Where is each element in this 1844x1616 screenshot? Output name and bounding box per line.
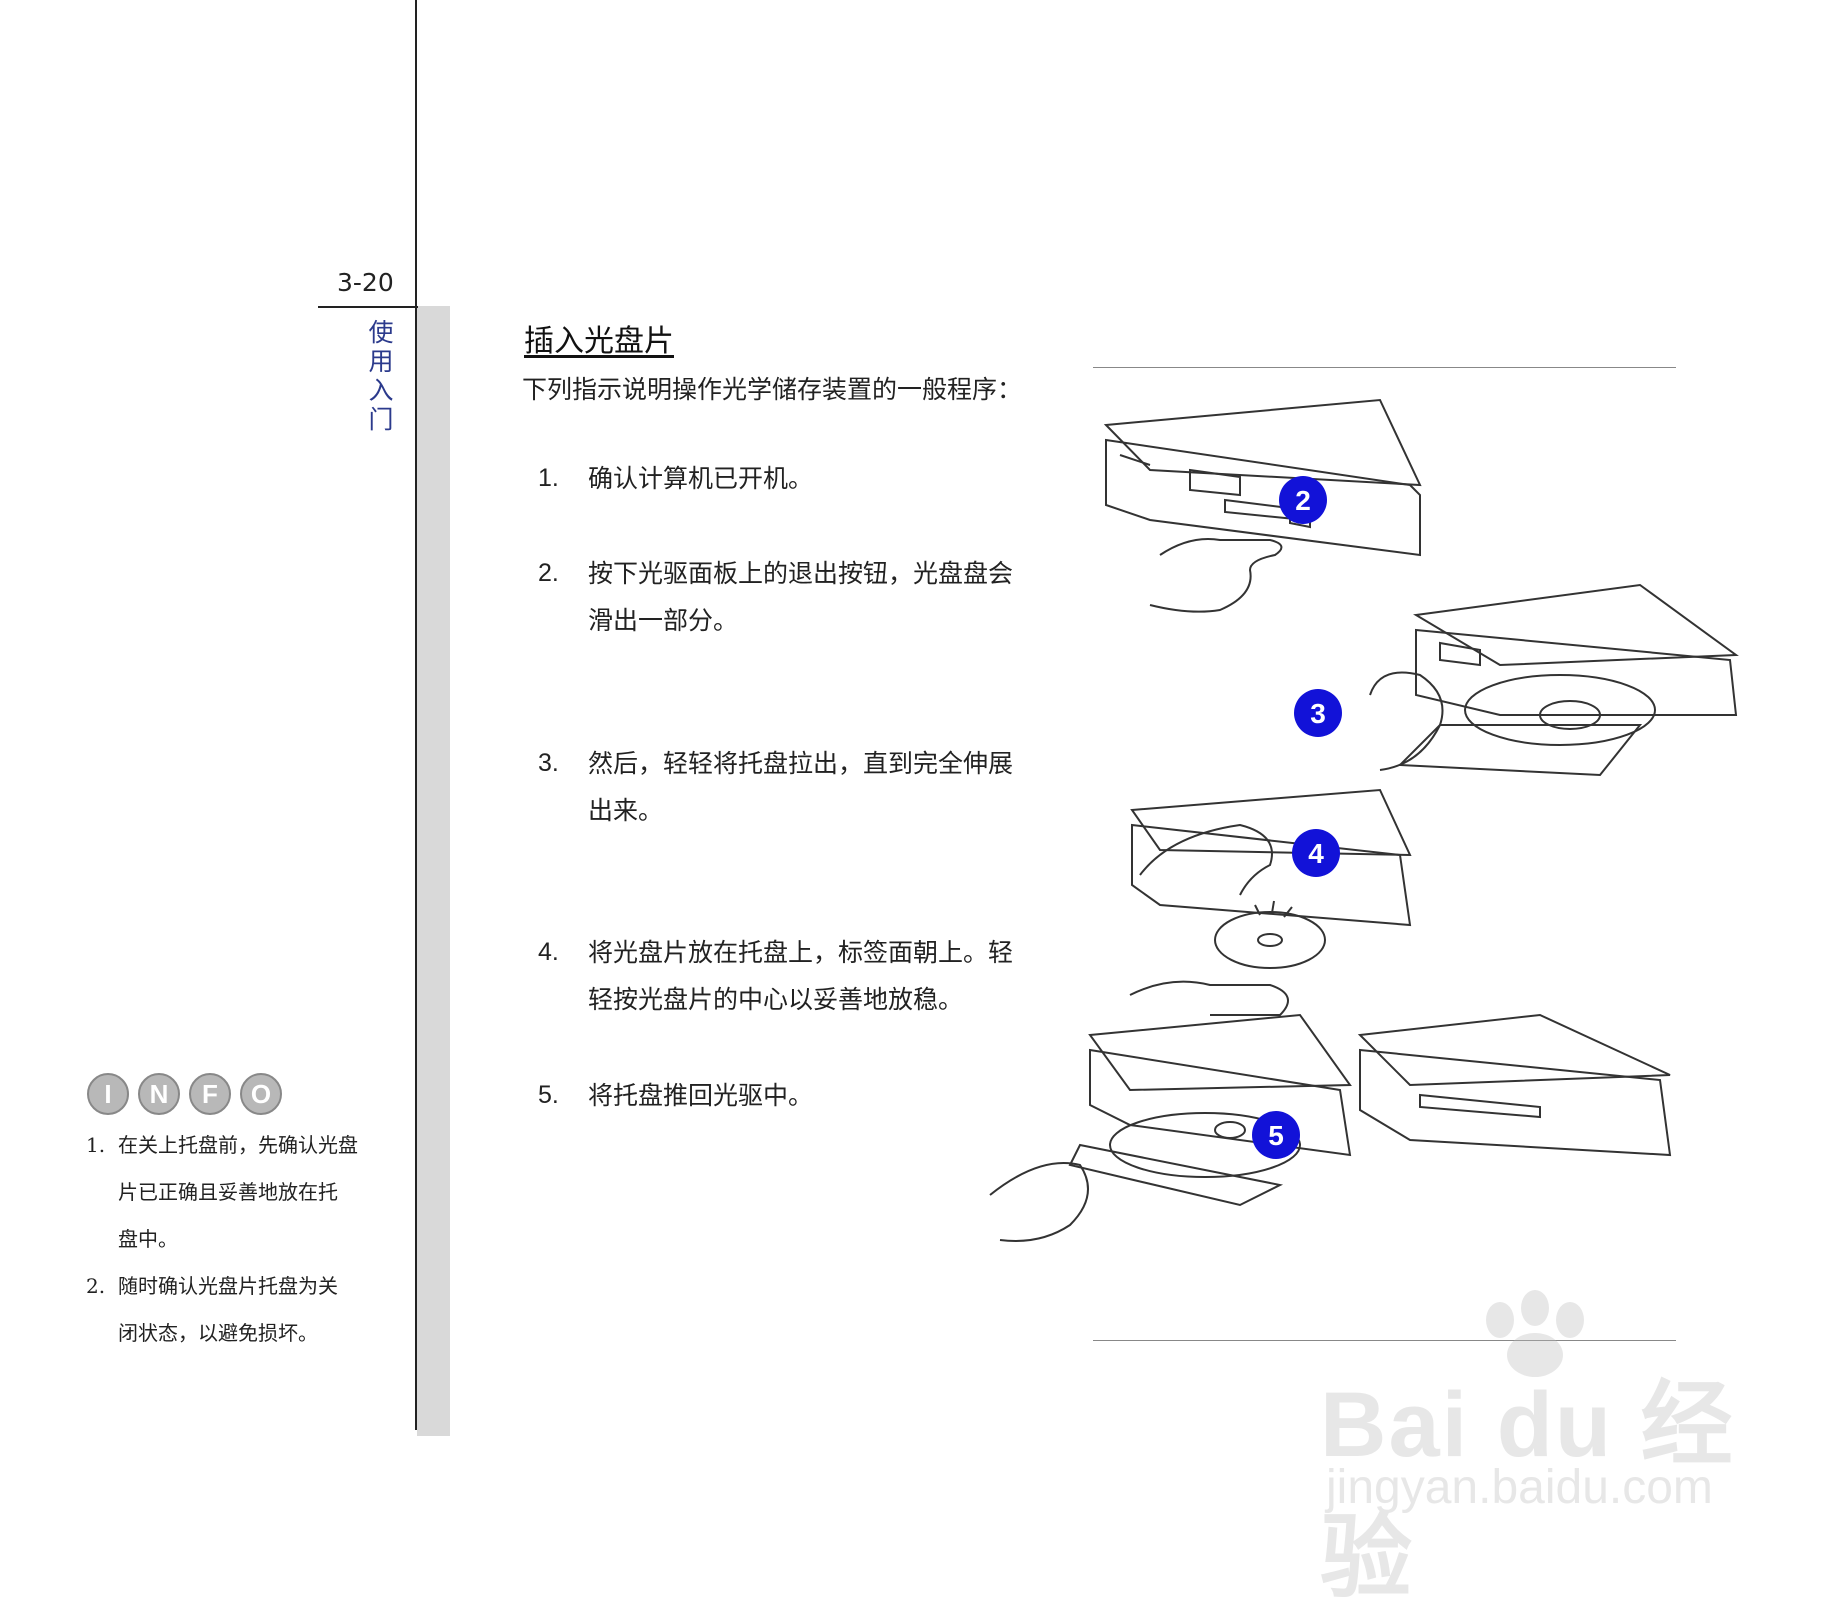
paw-icon — [1486, 1290, 1584, 1377]
info-letter: O — [251, 1079, 271, 1109]
note-text: 闭状态，以避免损坏。 — [118, 1321, 318, 1345]
note-text: 片已正确且妥善地放在托 — [118, 1180, 338, 1204]
info-letter: I — [104, 1079, 111, 1109]
laptop-step5-right-icon — [1357, 1013, 1672, 1157]
badge-2: 2 — [1279, 476, 1327, 524]
step-4: 4. 将光盘片放在托盘上，标签面朝上。轻 轻按光盘片的中心以妥善地放稳。 — [538, 929, 1048, 1023]
margin-divider — [415, 0, 417, 1430]
illustration-top-rule — [1093, 367, 1676, 368]
optical-drive-illustration: 2 3 4 5 — [989, 398, 1739, 1242]
step-2: 2. 按下光驱面板上的退出按钮，光盘盘会 滑出一部分。 — [538, 550, 1048, 644]
step-text: 然后，轻轻将托盘拉出，直到完全伸展 — [588, 749, 1014, 778]
step-5: 5. 将托盘推回光驱中。 — [538, 1072, 1048, 1119]
step-number: 5. — [538, 1081, 559, 1109]
badge-3: 3 — [1294, 689, 1342, 737]
step-1: 1. 确认计算机已开机。 — [538, 455, 1048, 502]
badge-label: 2 — [1295, 485, 1311, 516]
chapter-char: 入 — [368, 376, 394, 405]
step-text: 确认计算机已开机。 — [588, 464, 814, 493]
illustration-bottom-rule — [1093, 1340, 1676, 1341]
chapter-char: 使 — [368, 318, 394, 347]
step-number: 3. — [538, 749, 559, 777]
laptop-step2-icon — [1103, 398, 1422, 613]
note-text: 在关上托盘前，先确认光盘 — [118, 1133, 358, 1157]
watermark-url: jingyan.baidu.com — [1326, 1461, 1713, 1514]
note-text: 随时确认光盘片托盘为关 — [118, 1274, 338, 1298]
step-text: 将托盘推回光驱中。 — [588, 1081, 814, 1110]
step-text: 滑出一部分。 — [588, 606, 739, 635]
step-3: 3. 然后，轻轻将托盘拉出，直到完全伸展 出来。 — [538, 740, 1048, 834]
info-note-2: 2. 随时确认光盘片托盘为关 闭状态，以避免损坏。 — [86, 1263, 376, 1357]
page-number: 3-20 — [337, 268, 394, 297]
step-number: 1. — [538, 464, 559, 492]
note-number: 2. — [86, 1274, 106, 1298]
note-text: 盘中。 — [118, 1227, 178, 1251]
step-number: 4. — [538, 938, 559, 966]
laptop-step3-icon — [1369, 583, 1739, 777]
laptop-step5-left-icon — [989, 1013, 1352, 1242]
step-number: 2. — [538, 559, 559, 587]
badge-label: 3 — [1310, 698, 1326, 729]
section-intro: 下列指示说明操作光学储存装置的一般程序： — [522, 375, 1023, 404]
section-title: 插入光盘片 — [524, 324, 674, 359]
note-number: 1. — [86, 1133, 106, 1157]
page-number-rule — [318, 306, 418, 308]
info-logo-icon: I N F O — [87, 1073, 282, 1115]
badge-4: 4 — [1292, 829, 1340, 877]
step-text: 按下光驱面板上的退出按钮，光盘盘会 — [588, 559, 1014, 588]
chapter-char: 门 — [368, 405, 394, 434]
laptop-step4-icon — [1129, 788, 1412, 1016]
badge-5: 5 — [1252, 1111, 1300, 1159]
step-text: 轻按光盘片的中心以妥善地放稳。 — [588, 985, 964, 1014]
info-letter: N — [150, 1079, 169, 1109]
badge-label: 5 — [1268, 1120, 1284, 1151]
chapter-char: 用 — [368, 347, 394, 376]
badge-label: 4 — [1308, 838, 1324, 869]
info-letter: F — [202, 1079, 218, 1109]
info-note-1: 1. 在关上托盘前，先确认光盘 片已正确且妥善地放在托 盘中。 — [86, 1122, 376, 1263]
margin-gray-strip — [417, 306, 450, 1436]
chapter-label: 使 用 入 门 — [366, 318, 396, 434]
step-text: 将光盘片放在托盘上，标签面朝上。轻 — [588, 938, 1014, 967]
baidu-watermark: Bai du 经验 jingyan.baidu.com — [1320, 1290, 1760, 1609]
step-text: 出来。 — [588, 796, 664, 825]
